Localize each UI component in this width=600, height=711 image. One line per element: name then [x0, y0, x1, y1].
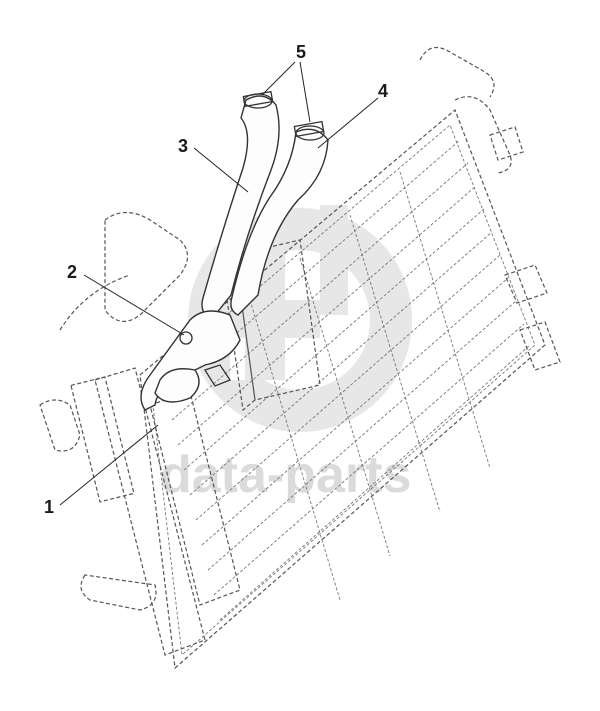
callout-2: 2: [67, 262, 77, 282]
callout-5: 5: [296, 42, 306, 62]
hose-clamps: [242, 90, 325, 138]
leader-lines: [59, 61, 379, 506]
callout-3: 3: [178, 136, 188, 156]
hose-junction: [140, 310, 241, 411]
radiator-core: [139, 108, 546, 670]
oil-cooler-block: [221, 239, 321, 412]
callout-4: 4: [378, 81, 388, 101]
left-bracket: [39, 211, 189, 611]
right-bracket: [419, 46, 561, 371]
hose-4: [230, 125, 329, 316]
watermark-text: data-parts: [160, 446, 411, 504]
callout-1: 1: [44, 497, 54, 517]
left-tank: [70, 367, 241, 656]
